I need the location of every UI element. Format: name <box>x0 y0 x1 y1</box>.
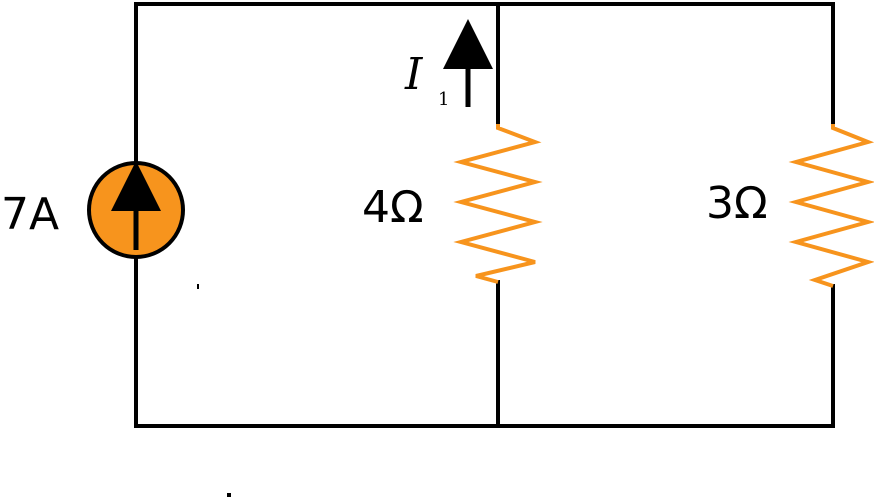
resistor-right-zigzag <box>788 124 874 288</box>
current-marker: I 1 <box>404 19 493 110</box>
stray-mark-1 <box>197 284 199 289</box>
source-value-label: 7A <box>1 189 59 240</box>
resistor-left-zigzag <box>453 124 543 284</box>
resistor-left-label: 4Ω <box>362 182 424 233</box>
stray-mark-2 <box>227 493 231 497</box>
current-source <box>87 161 185 259</box>
resistor-right-label: 3Ω <box>706 178 768 229</box>
current-symbol: I <box>404 49 424 100</box>
wires <box>134 2 835 428</box>
current-subscript: 1 <box>438 89 449 110</box>
